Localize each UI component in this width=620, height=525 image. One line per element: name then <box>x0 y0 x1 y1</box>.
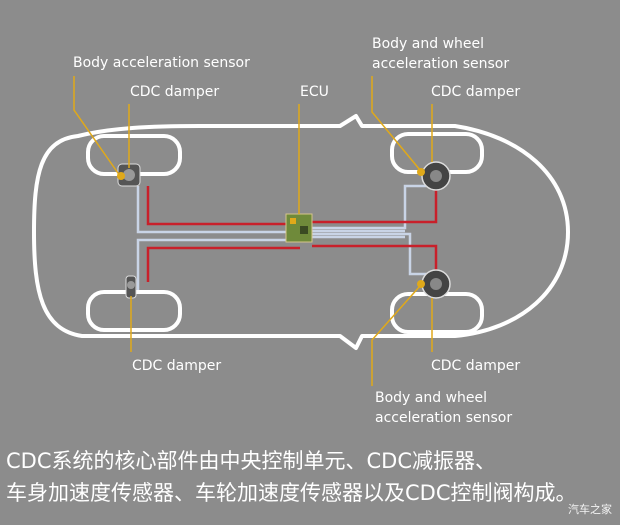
power-wiring <box>136 184 430 290</box>
caption-line-1: CDC系统的核心部件由中央控制单元、CDC减振器、 <box>6 449 496 473</box>
label-cdc-damper-rear-right: CDC damper <box>431 358 521 374</box>
label-body-wheel-sensor-front-line2: acceleration sensor <box>372 56 510 72</box>
ecu-chip <box>290 218 296 224</box>
ecu-module <box>285 213 313 243</box>
label-body-acceleration-sensor: Body acceleration sensor <box>73 55 250 71</box>
body-wheel-accel-sensor-dot-front-right <box>417 168 425 176</box>
body-wheel-accel-sensor-dot-rear-right <box>417 280 425 288</box>
label-cdc-damper-front-right: CDC damper <box>431 84 521 100</box>
car-body-outline <box>32 114 570 350</box>
cdc-damper-rear-left <box>125 275 137 299</box>
signal-wiring <box>146 186 438 282</box>
watermark-logo: 汽车之家 <box>568 503 612 516</box>
leader-lines <box>73 76 433 386</box>
caption-line-2: 车身加速度传感器、车轮加速度传感器以及CDC控制阀构成。 <box>6 481 577 505</box>
label-cdc-damper-front-left: CDC damper <box>130 84 220 100</box>
label-cdc-damper-rear-left: CDC damper <box>132 358 222 374</box>
wheel-rear-right <box>390 292 484 334</box>
label-body-wheel-sensor-rear-line2: acceleration sensor <box>375 410 513 426</box>
cdc-damper-rear-right <box>421 269 451 299</box>
cdc-damper-front-right <box>421 161 451 191</box>
label-ecu: ECU <box>300 84 329 100</box>
ecu-chip <box>300 226 308 234</box>
label-body-wheel-sensor-front-line1: Body and wheel <box>372 36 485 52</box>
label-body-wheel-sensor-rear-line1: Body and wheel <box>375 390 488 406</box>
